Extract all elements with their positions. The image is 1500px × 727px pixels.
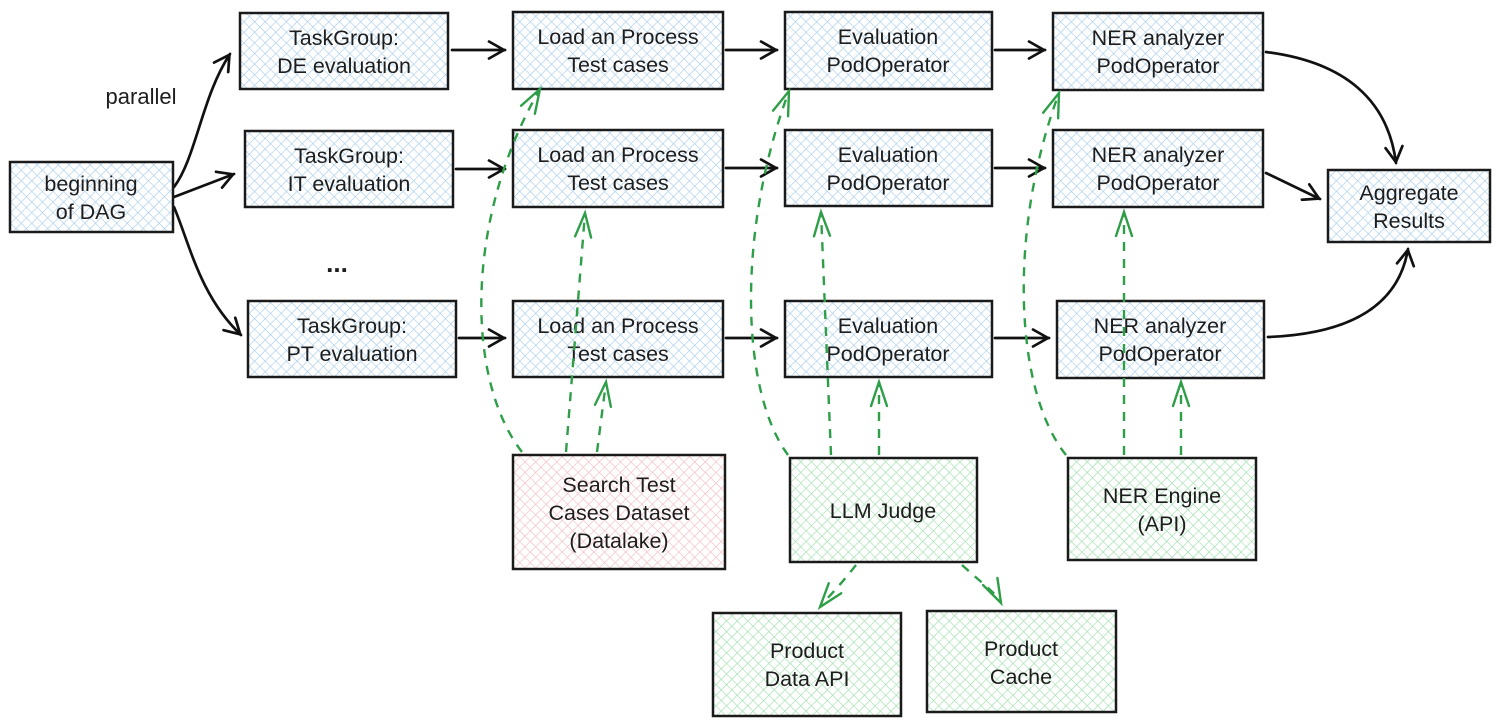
- node-taskgroup-it-box: [243, 129, 455, 209]
- node-taskgroup-de-label: TaskGroup:DE evaluation: [277, 26, 411, 78]
- node-llm-judge-label: LLM Judge: [830, 499, 936, 523]
- edge-search-to-load-it: [564, 209, 593, 453]
- node-beginning-box: [8, 160, 175, 234]
- edge-llm-to-eval-de: [749, 87, 791, 456]
- node-taskgroup-it-label: TaskGroup:IT evaluation: [288, 144, 411, 196]
- node-llm-judge-box: [788, 456, 979, 564]
- edge-beginning-to-taskgroup-it: [172, 170, 236, 199]
- node-eval-pt-box: [783, 299, 994, 379]
- node-ner-it-box: [1051, 128, 1265, 209]
- node-aggregate-box: [1326, 168, 1492, 244]
- edge-search-to-load-de: [480, 85, 542, 453]
- node-taskgroup-it: TaskGroup:IT evaluation: [243, 129, 455, 209]
- node-eval-it-box: [783, 128, 994, 208]
- edge-ner-pt-to-aggregate: [1266, 247, 1416, 339]
- node-eval-de-box: [783, 10, 994, 91]
- parallel-label: parallel: [106, 84, 177, 109]
- node-ner-de-box: [1051, 11, 1265, 92]
- edge-ner-engine-to-ner-de: [1022, 89, 1067, 456]
- edge-llm-to-product-cache: [961, 564, 1003, 607]
- node-ner-engine-label: NER Engine(API): [1103, 484, 1221, 536]
- node-ner-pt-box: [1055, 299, 1266, 380]
- edge-ner-de-to-aggregate: [1264, 50, 1404, 165]
- solid-edges: [172, 40, 1416, 348]
- node-load-it-box: [511, 128, 725, 209]
- edge-search-to-load-pt: [593, 378, 613, 453]
- node-taskgroup-pt: TaskGroup:PT evaluation: [246, 299, 458, 379]
- node-load-pt-box: [511, 299, 725, 379]
- dashed-edges: [480, 85, 1191, 610]
- node-load-de-box: [511, 10, 725, 91]
- node-ner-engine: NER Engine(API): [1066, 456, 1258, 562]
- node-taskgroup-pt-label: TaskGroup:PT evaluation: [286, 314, 417, 366]
- node-product-cache-box: [925, 609, 1118, 714]
- node-llm-judge: LLM Judge: [788, 456, 979, 564]
- edge-llm-to-eval-it: [812, 208, 833, 456]
- node-ner-engine-box: [1066, 456, 1258, 562]
- node-taskgroup-de: TaskGroup:DE evaluation: [238, 11, 450, 91]
- edge-llm-to-product-data-api: [817, 564, 857, 610]
- more-rows-ellipsis: ...: [326, 248, 348, 278]
- edge-beginning-to-taskgroup-de: [172, 52, 232, 189]
- edge-ner-it-to-aggregate: [1264, 171, 1322, 202]
- node-taskgroup-pt-box: [246, 299, 458, 379]
- node-product-data-api-box: [711, 611, 903, 718]
- node-taskgroup-de-box: [238, 11, 450, 91]
- edge-beginning-to-taskgroup-pt: [172, 205, 243, 337]
- node-search-dataset-box: [511, 453, 727, 571]
